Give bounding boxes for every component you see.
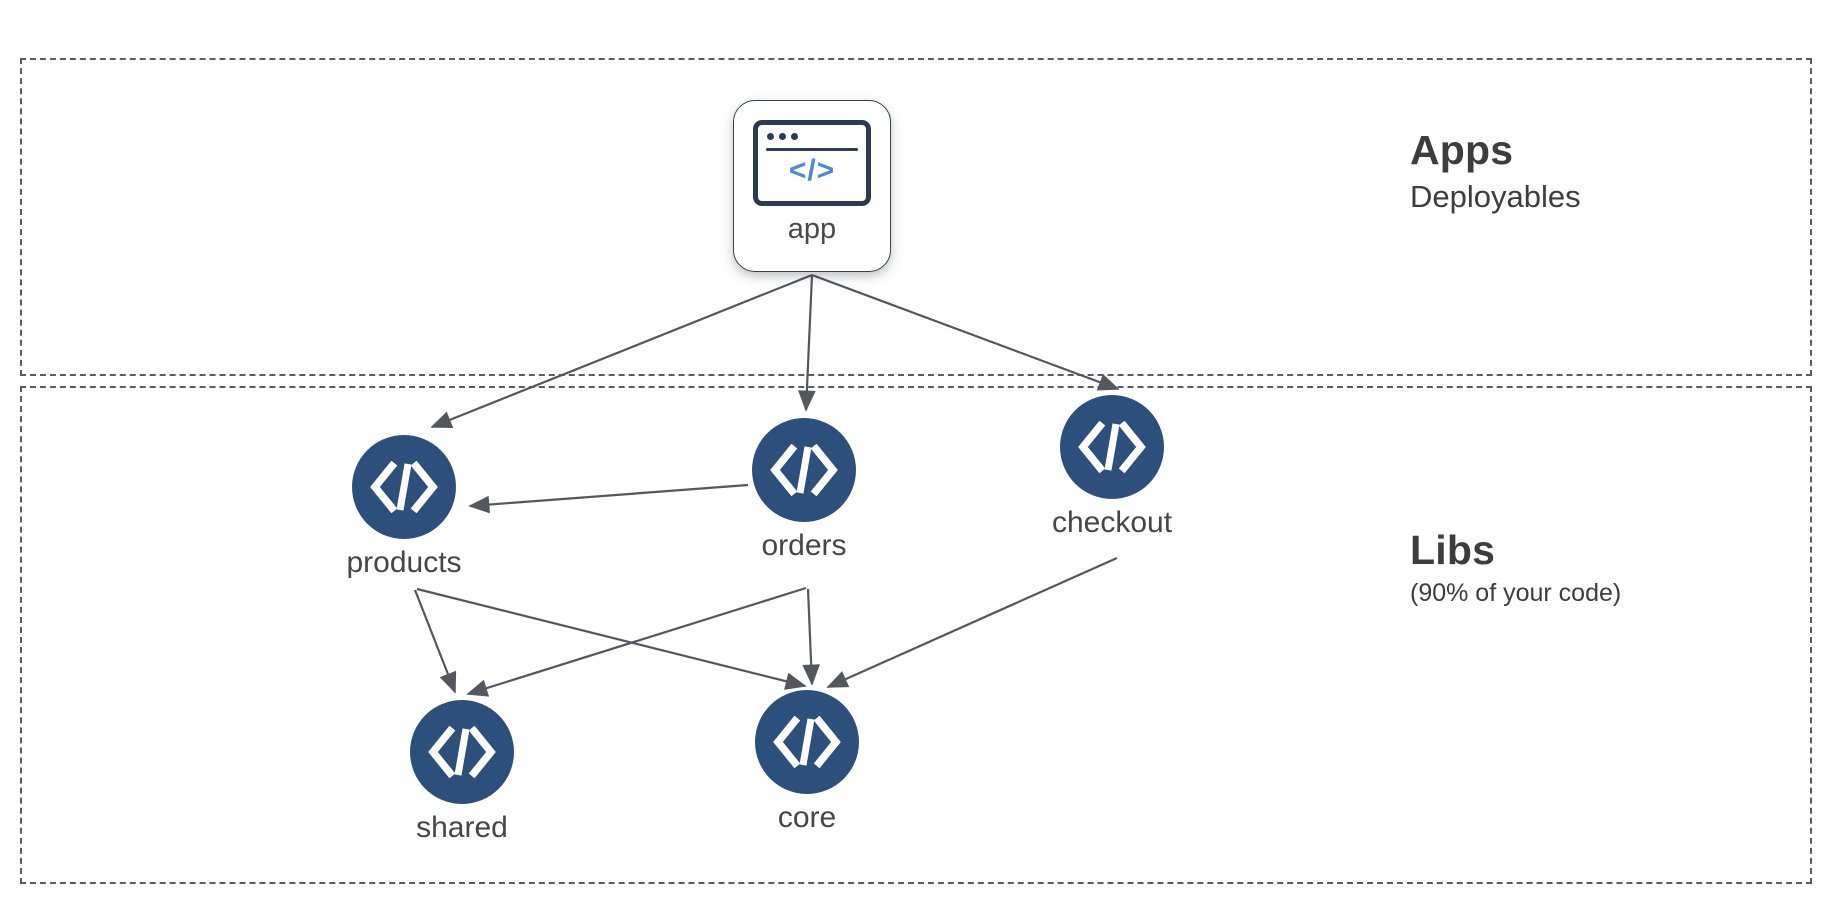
zone-apps-title: Apps [1410, 127, 1514, 173]
node-core-label: core [777, 801, 837, 834]
code-icon [410, 700, 514, 804]
zone-libs-title: Libs [1410, 527, 1496, 573]
zone-apps-boundary [20, 58, 1812, 376]
node-orders[interactable]: orders [752, 418, 856, 561]
node-orders-label: orders [761, 529, 847, 562]
zone-libs-caption: Libs (90% of your code) [1410, 527, 1622, 608]
zone-apps-subtitle: Deployables [1410, 178, 1581, 214]
code-icon [755, 690, 859, 794]
browser-separator [766, 148, 858, 151]
node-shared-label: shared [416, 811, 508, 844]
node-core[interactable]: core [755, 690, 859, 833]
node-products-label: products [346, 546, 462, 579]
node-checkout-label: checkout [1051, 506, 1173, 539]
node-shared[interactable]: shared [410, 700, 514, 843]
code-icon [352, 435, 456, 539]
zone-apps-caption: Apps Deployables [1410, 127, 1581, 215]
node-app-label: app [787, 213, 837, 245]
code-icon [1060, 395, 1164, 499]
node-app[interactable]: </> app [733, 100, 891, 272]
node-checkout[interactable]: checkout [1052, 395, 1172, 538]
browser-dots [767, 133, 798, 140]
code-glyph: </> [788, 154, 836, 187]
zone-libs-subtitle: (90% of your code) [1410, 578, 1622, 607]
zone-libs-boundary [20, 386, 1812, 884]
code-icon [752, 418, 856, 522]
browser-code-icon: </> [753, 120, 871, 206]
node-products[interactable]: products [346, 435, 462, 578]
